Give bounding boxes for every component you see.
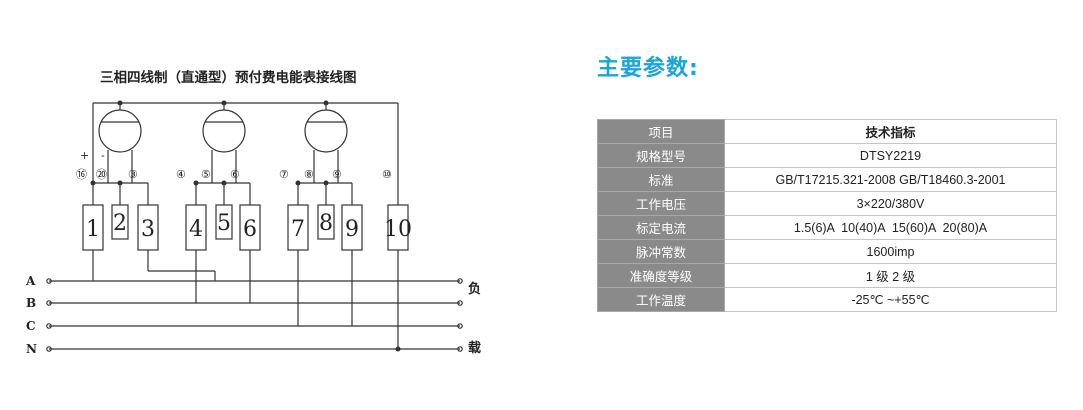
load-label-bottom: 载 [468,340,481,356]
row-key: 准确度等级 [597,263,725,288]
terminal-2: 2 [113,211,127,236]
terminal-7: 7 [291,217,305,242]
circled-label-8: ⑧ [304,168,314,181]
circled-label-10: ⑩ [382,168,392,181]
circled-label-6: ⑥ [230,168,240,181]
line-label-n: N [26,342,37,356]
row-value: DTSY2219 [724,143,1057,168]
terminal-4: 4 [189,217,203,242]
terminal-3: 3 [141,217,155,242]
row-key: 工作电压 [597,191,725,216]
row-value: GB/T17215.321-2008 GB/T18460.3-2001 [724,167,1057,192]
row-key: 标准 [597,167,725,192]
table-row: 工作温度 -25℃ ~+55℃ [597,287,1057,312]
table-row: 标定电流 1.5(6)A 10(40)A 15(60)A 20(80)A [597,215,1057,240]
row-value: 1.5(6)A 10(40)A 15(60)A 20(80)A [724,215,1057,240]
line-label-b: B [26,296,36,310]
terminal-1: 1 [86,217,100,242]
table-row: 准确度等级 1 级 2 级 [597,263,1057,288]
circled-label-3: ③ [128,168,138,181]
row-key: 工作温度 [597,287,725,312]
load-label-top: 负 [468,281,481,297]
terminal-8: 8 [319,211,333,236]
circled-label-1: ⑯ [76,168,87,181]
terminal-10: 10 [384,217,412,242]
table-row: 标准 GB/T17215.321-2008 GB/T18460.3-2001 [597,167,1057,192]
circled-label-4: ④ [176,168,186,181]
row-value: 1 级 2 级 [724,263,1057,288]
line-label-c: C [26,319,36,333]
plus-mark: + [80,149,89,162]
terminal-9: 9 [345,217,359,242]
table-row: 工作电压 3×220/380V [597,191,1057,216]
row-key: 脉冲常数 [597,239,725,264]
terminal-6: 6 [243,217,257,242]
line-label-a: A [25,274,36,288]
circled-label-7: ⑦ [279,168,289,181]
header-key: 项目 [597,119,725,144]
params-title: 主要参数: [597,56,699,81]
diagram-title: 三相四线制（直通型）预付费电能表接线图 [100,69,357,86]
params-table: 项目 技术指标 规格型号 DTSY2219 标准 GB/T17215.321-2… [597,119,1057,312]
terminal-5: 5 [217,211,231,236]
row-value: 3×220/380V [724,191,1057,216]
wiring-diagram: 三相四线制（直通型）预付费电能表接线图 [25,69,481,356]
circled-label-5: ⑤ [201,168,211,181]
junction-dots [90,100,401,352]
row-key: 标定电流 [597,215,725,240]
row-value: 1600imp [724,239,1057,264]
circled-label-2: ⑳ [96,168,107,181]
minus-mark: - [101,149,105,162]
row-key: 规格型号 [597,143,725,168]
table-header-row: 项目 技术指标 [597,119,1057,144]
row-value: -25℃ ~+55℃ [724,287,1057,312]
circled-label-9: ⑨ [332,168,342,181]
table-row: 规格型号 DTSY2219 [597,143,1057,168]
diagram-wires [46,102,463,352]
header-value: 技术指标 [724,119,1057,144]
table-row: 脉冲常数 1600imp [597,239,1057,264]
